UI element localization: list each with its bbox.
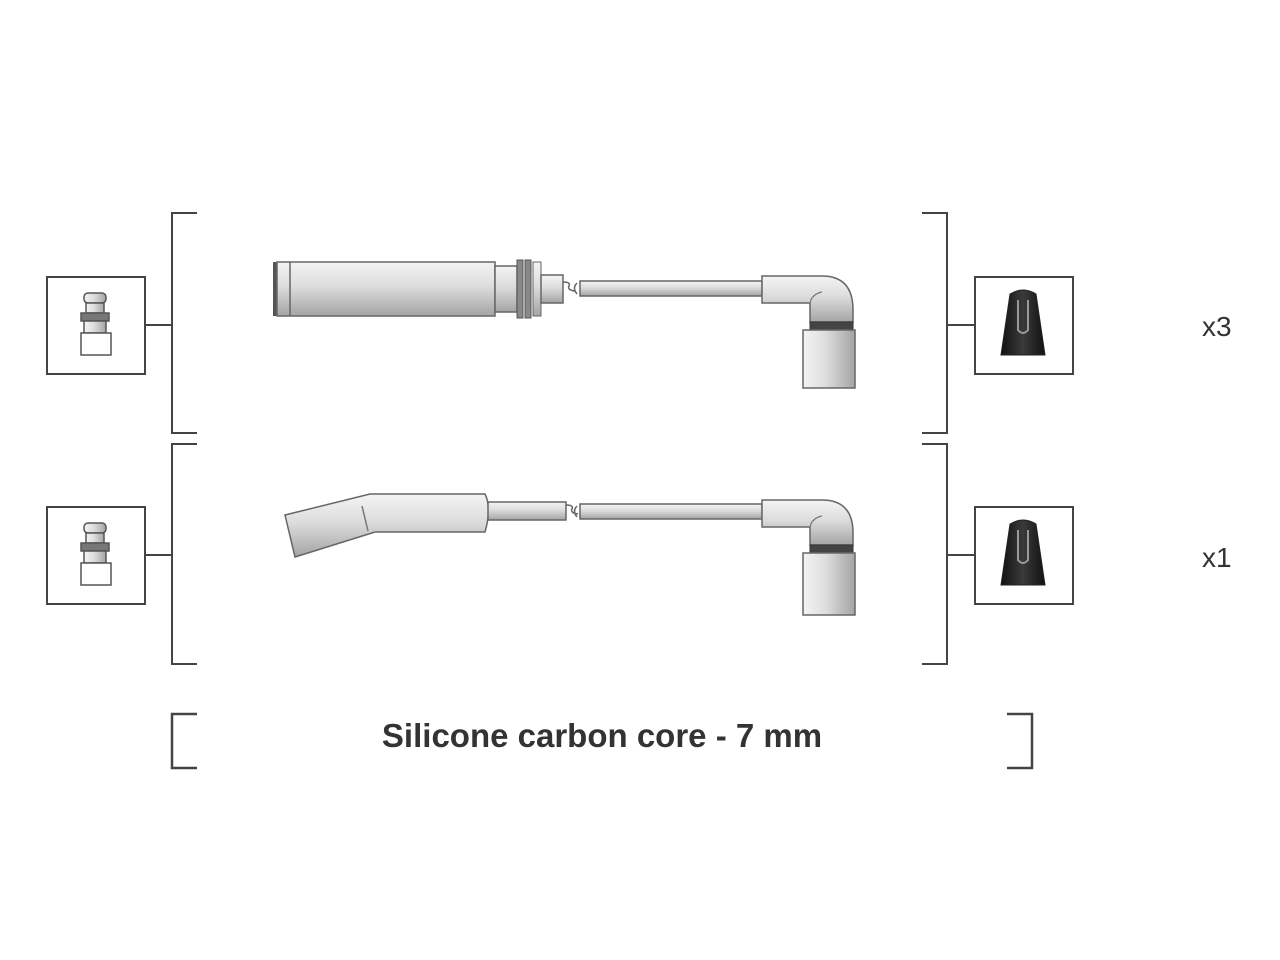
caption-right-bracket [1007,712,1034,770]
coil-terminal-boot-icon [974,276,1074,375]
quantity-label: x1 [1202,542,1232,573]
cable-spec-text: Silicone carbon core - 7 mm [382,717,822,754]
right-bracket [922,212,948,434]
spark-plug-terminal-icon [46,506,146,605]
angled-plug-boot [284,493,579,558]
left-bracket [171,212,197,434]
quantity-label: x3 [1202,311,1232,342]
left-bracket [171,443,197,665]
caption-left-bracket [170,712,197,770]
right-bracket [922,443,948,665]
cable-spec-caption: Silicone carbon core - 7 mm [170,712,1034,770]
angled-coil-boot [761,275,856,389]
coil-terminal-boot-icon [974,506,1074,605]
lead-row-1: x3 [46,212,1232,434]
ignition-cable [579,503,763,520]
spark-plug-terminal-icon [46,276,146,375]
ignition-cable [579,280,763,297]
straight-plug-boot [273,259,576,319]
lead-row-2: x1 [46,443,1232,665]
angled-coil-boot [761,499,856,616]
